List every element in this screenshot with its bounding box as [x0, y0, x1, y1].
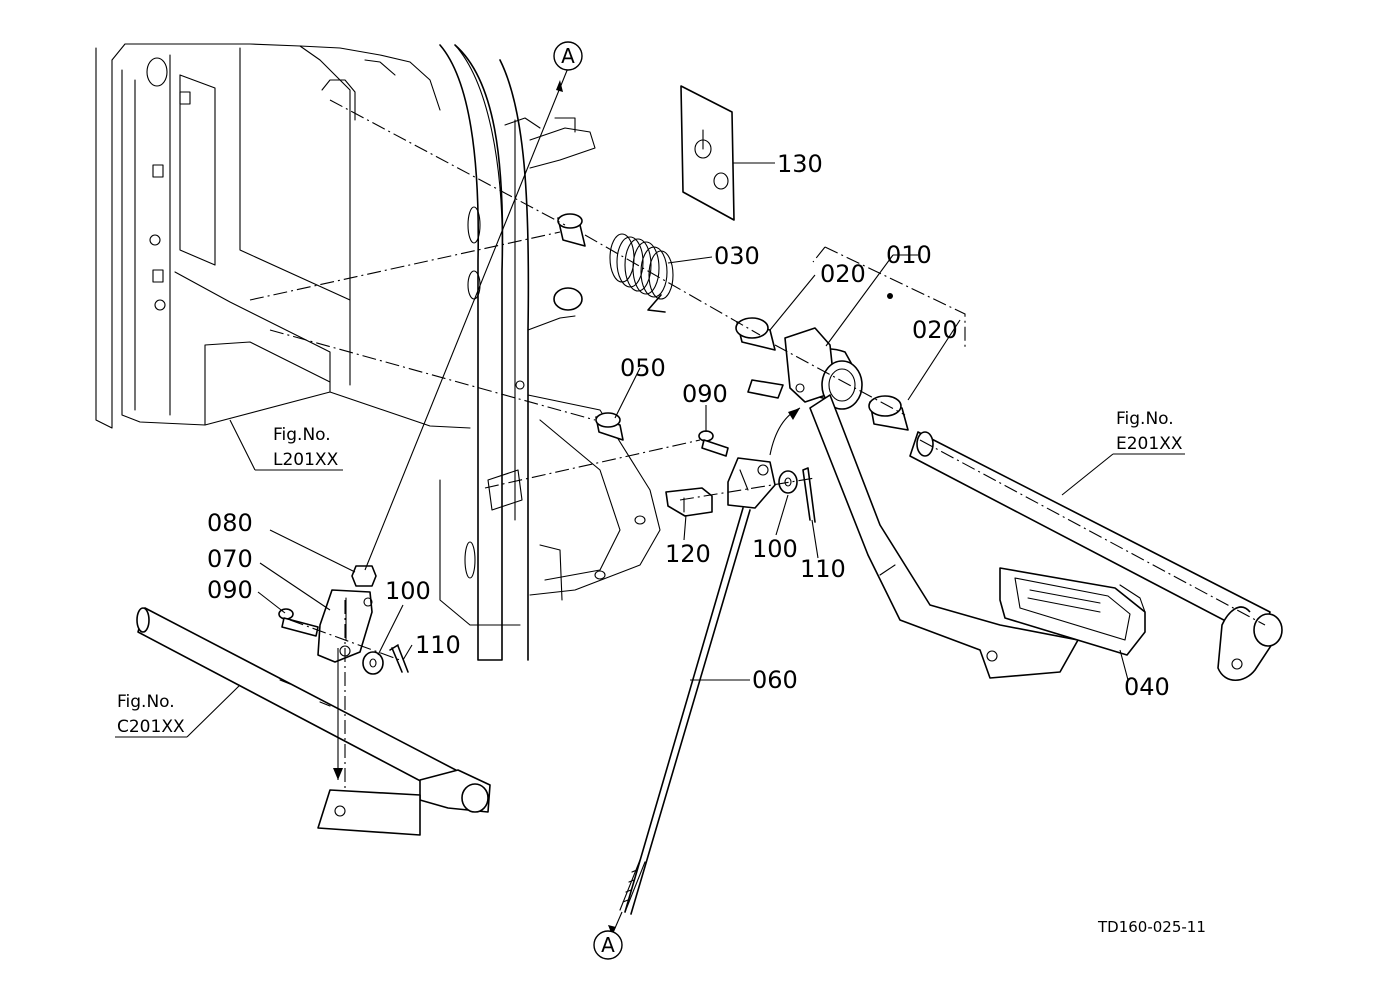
pin-090-left	[278, 608, 319, 637]
part-label-030: 030	[714, 242, 760, 270]
center-lines	[249, 67, 1266, 790]
part-label-110-left: 110	[415, 631, 461, 659]
part-label-120: 120	[665, 540, 711, 568]
balloon-a-bottom: A	[593, 930, 623, 960]
bushing-020-upper	[735, 317, 776, 351]
part-label-090-right: 090	[682, 380, 728, 408]
rod-060	[608, 507, 751, 936]
fig-ref-c201xx-code: C201XX	[117, 717, 185, 737]
balloon-a-top: A	[553, 41, 583, 71]
cotter-pin-110-right	[802, 467, 816, 523]
plate-130	[680, 85, 735, 221]
balloon-a-bottom-letter: A	[601, 933, 615, 957]
part-label-060: 060	[752, 666, 798, 694]
bushing-020-right	[868, 395, 909, 431]
pedal-pad-040	[999, 567, 1146, 656]
fig-ref-l201xx-code: L201XX	[273, 450, 339, 470]
part-label-040: 040	[1124, 673, 1170, 701]
collar-upper	[557, 213, 586, 247]
pin-090-right	[698, 430, 729, 457]
part-label-050: 050	[620, 354, 666, 382]
block-120	[665, 487, 713, 517]
pedal-shaft	[909, 431, 1283, 682]
fig-ref-c201xx-caption: Fig.No.	[117, 692, 175, 712]
washer-100-left	[362, 651, 384, 675]
part-label-020-upper: 020	[820, 260, 866, 288]
leader-lines	[115, 162, 1185, 738]
diagram-id: TD160-025-11	[1097, 918, 1206, 936]
fig-ref-e201xx-code: E201XX	[1116, 434, 1183, 454]
part-label-100-left: 100	[385, 577, 431, 605]
part-label-070: 070	[207, 545, 253, 573]
part-label-020-right: 020	[912, 316, 958, 344]
fig-ref-l201xx-caption: Fig.No.	[273, 425, 331, 445]
part-label-080: 080	[207, 509, 253, 537]
part-label-010: 010	[886, 241, 932, 269]
frame-drawing-center	[439, 44, 661, 661]
part-label-090-left: 090	[207, 576, 253, 604]
frame-drawing-left	[95, 43, 471, 429]
part-label-110-right: 110	[800, 555, 846, 583]
fig-ref-e201xx: Fig.No. E201XX	[1116, 409, 1183, 454]
fig-ref-e201xx-caption: Fig.No.	[1116, 409, 1174, 429]
collar-050	[595, 412, 624, 441]
spring-030	[609, 233, 674, 313]
fig-ref-c201xx: Fig.No. C201XX	[117, 692, 185, 737]
clevis-upper	[727, 457, 776, 509]
balloon-a-top-letter: A	[561, 44, 575, 68]
clutch-pedal-010	[747, 327, 1079, 679]
fig-ref-l201xx: Fig.No. L201XX	[273, 425, 339, 470]
nut-080	[351, 565, 377, 587]
cross-shaft	[136, 607, 491, 836]
part-label-130: 130	[777, 150, 823, 178]
cotter-pin-110-left	[389, 644, 409, 673]
part-number-labels: 130 030 020 010 020 050 090 120 100 110 …	[207, 150, 1170, 701]
part-label-100-right: 100	[752, 535, 798, 563]
